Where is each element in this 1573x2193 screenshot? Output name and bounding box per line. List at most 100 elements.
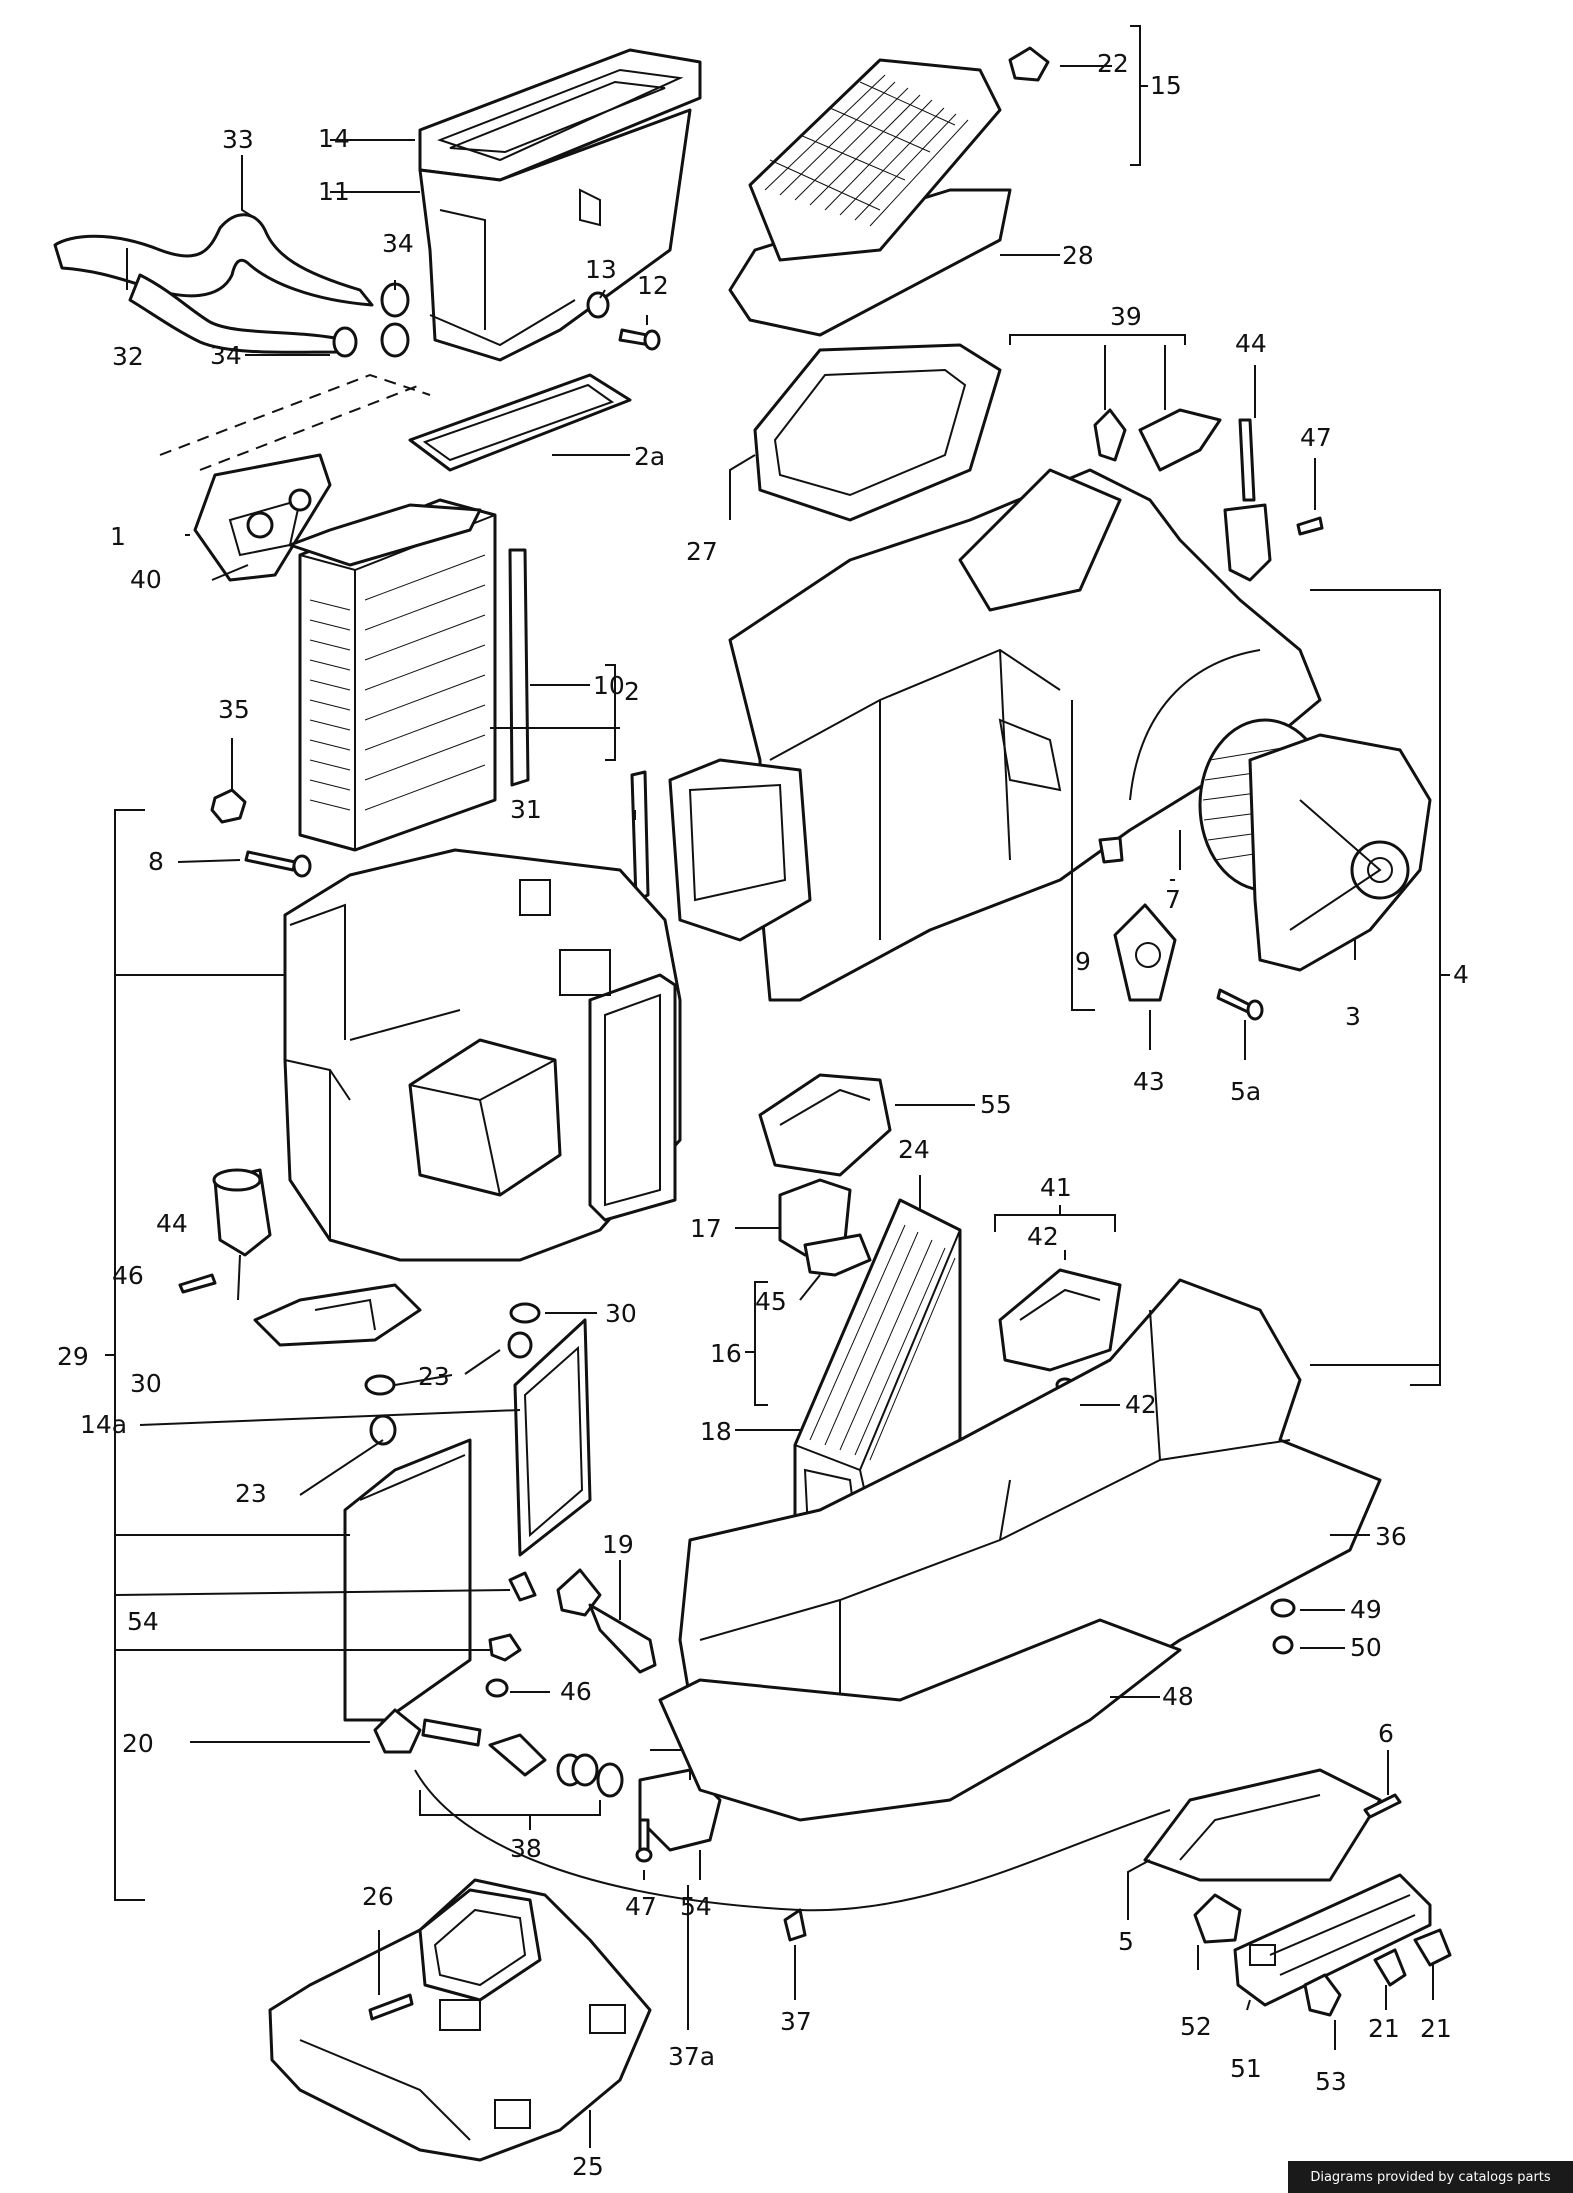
air-duct-part-11: [418, 108, 692, 362]
seal-strip-part-31: [630, 770, 650, 902]
callout-47-upper: 47: [1300, 423, 1332, 452]
heater-housing-left: [283, 848, 682, 1262]
heater-core-end-part-1-40: [193, 453, 332, 582]
callout-30-left: 30: [130, 1369, 162, 1398]
callout-29: 29: [57, 1342, 89, 1371]
clip-part-54-upper: [508, 1571, 537, 1602]
vacuum-actuator-part-44-right: [1223, 418, 1272, 582]
callout-40: 40: [130, 565, 162, 594]
knob-part-21-a: [1373, 1948, 1407, 1987]
lower-duct-part-25: [268, 1878, 652, 2162]
clip-part-9: [1098, 836, 1124, 864]
callout-7: 7: [1165, 885, 1181, 914]
grommet-part-46: [485, 1678, 509, 1698]
callout-30-right: 30: [605, 1299, 637, 1328]
callout-52: 52: [1180, 2012, 1212, 2041]
callout-44-upper: 44: [1235, 329, 1267, 358]
flap-parts-part-39: [1093, 408, 1222, 472]
bracket-part-43: [1113, 903, 1177, 1002]
washer-part-49: [1270, 1598, 1296, 1618]
callout-50: 50: [1350, 1633, 1382, 1662]
callout-46-mid: 46: [560, 1677, 592, 1706]
callout-8: 8: [148, 847, 164, 876]
callout-26: 26: [362, 1882, 394, 1911]
callout-9: 9: [1075, 947, 1091, 976]
grommet-part-30-right: [509, 1302, 541, 1324]
blower-housing-ring: [1129, 649, 1261, 801]
filter-plate-part-14a: [513, 1318, 592, 1557]
callout-1: 1: [110, 522, 126, 551]
blower-motor-part-3: [1248, 733, 1432, 972]
grommet-part-23-upper: [507, 1331, 533, 1359]
callout-32: 32: [112, 342, 144, 371]
valve-part-45: [803, 1233, 872, 1277]
callout-20: 20: [122, 1729, 154, 1758]
clip-part-13: [586, 291, 610, 319]
screw-part-26: [368, 1993, 414, 2021]
lever-part-20: [373, 1708, 422, 1754]
control-panel-part-51: [1233, 1873, 1432, 2007]
cable-clip-part-37: [783, 1908, 807, 1942]
filter-grille-part-15: [748, 58, 1002, 262]
callout-48: 48: [1162, 1682, 1194, 1711]
callout-11: 11: [318, 177, 350, 206]
heater-hoses-part-33-32: [53, 213, 374, 354]
vacuum-actuator-part-44-left: [212, 1168, 272, 1301]
callout-13: 13: [585, 255, 617, 284]
screw-part-6: [1363, 1793, 1402, 1819]
leader-lines: [105, 25, 1450, 2148]
grommet-part-23-lower: [369, 1414, 397, 1446]
callout-14: 14: [318, 124, 350, 153]
callout-15: 15: [1150, 71, 1182, 100]
callout-39: 39: [1110, 302, 1142, 331]
callout-10: 10: [593, 671, 625, 700]
callout-42-upper: 42: [1027, 1222, 1059, 1251]
resistor-part-41: [998, 1268, 1122, 1372]
seal-strip-part-10: [508, 548, 530, 787]
callout-35: 35: [218, 695, 250, 724]
vacuum-valve-assembly-part-38: [421, 1718, 624, 1798]
clip-part-22: [1008, 46, 1050, 82]
callout-33: 33: [222, 125, 254, 154]
callout-22: 22: [1097, 49, 1129, 78]
callout-21-left: 21: [1368, 2014, 1400, 2043]
callout-55: 55: [980, 1090, 1012, 1119]
callout-45: 45: [755, 1287, 787, 1316]
callout-54-lower: 54: [680, 1892, 712, 1921]
callout-31: 31: [510, 795, 542, 824]
callout-37a: 37a: [668, 2042, 715, 2071]
callout-41: 41: [1040, 1173, 1072, 1202]
callout-49: 49: [1350, 1595, 1382, 1624]
callout-38: 38: [510, 1834, 542, 1863]
linkage-part: [253, 1283, 422, 1347]
screw-part-47-upper: [1296, 516, 1324, 536]
callout-2a: 2a: [634, 442, 665, 471]
callout-2: 2: [624, 677, 640, 706]
callout-labels: 22 15 14 33 11 28 34 13 12 32 34 39 44 2…: [57, 49, 1469, 2181]
callout-25: 25: [572, 2152, 604, 2181]
nut-part-50: [1272, 1635, 1294, 1655]
callout-18: 18: [700, 1417, 732, 1446]
callout-16: 16: [710, 1339, 742, 1368]
duct-frame-part-27: [753, 343, 1002, 522]
callout-6: 6: [1378, 1719, 1394, 1748]
knob-part-53: [1303, 1973, 1342, 2017]
hose-clamps-part-34: [332, 282, 410, 358]
callout-28: 28: [1062, 241, 1094, 270]
nut-part-35: [210, 788, 247, 824]
side-panel: [343, 1438, 472, 1722]
callout-17: 17: [690, 1214, 722, 1243]
screw-part-47-lower: [635, 1818, 653, 1863]
grommet-part-30-left: [364, 1374, 396, 1396]
callout-5a: 5a: [1230, 1077, 1261, 1106]
callout-47-lower: 47: [625, 1892, 657, 1921]
clip-part-54-mid: [488, 1633, 522, 1662]
callout-3: 3: [1345, 1002, 1361, 1031]
callout-27: 27: [686, 537, 718, 566]
screw-part-5a: [1216, 988, 1264, 1021]
callout-46-left: 46: [112, 1261, 144, 1290]
knob-part-52: [1193, 1893, 1242, 1944]
blower-housing-part-4: [668, 468, 1322, 1002]
callout-24: 24: [898, 1135, 930, 1164]
gasket-part-2a: [408, 373, 632, 472]
